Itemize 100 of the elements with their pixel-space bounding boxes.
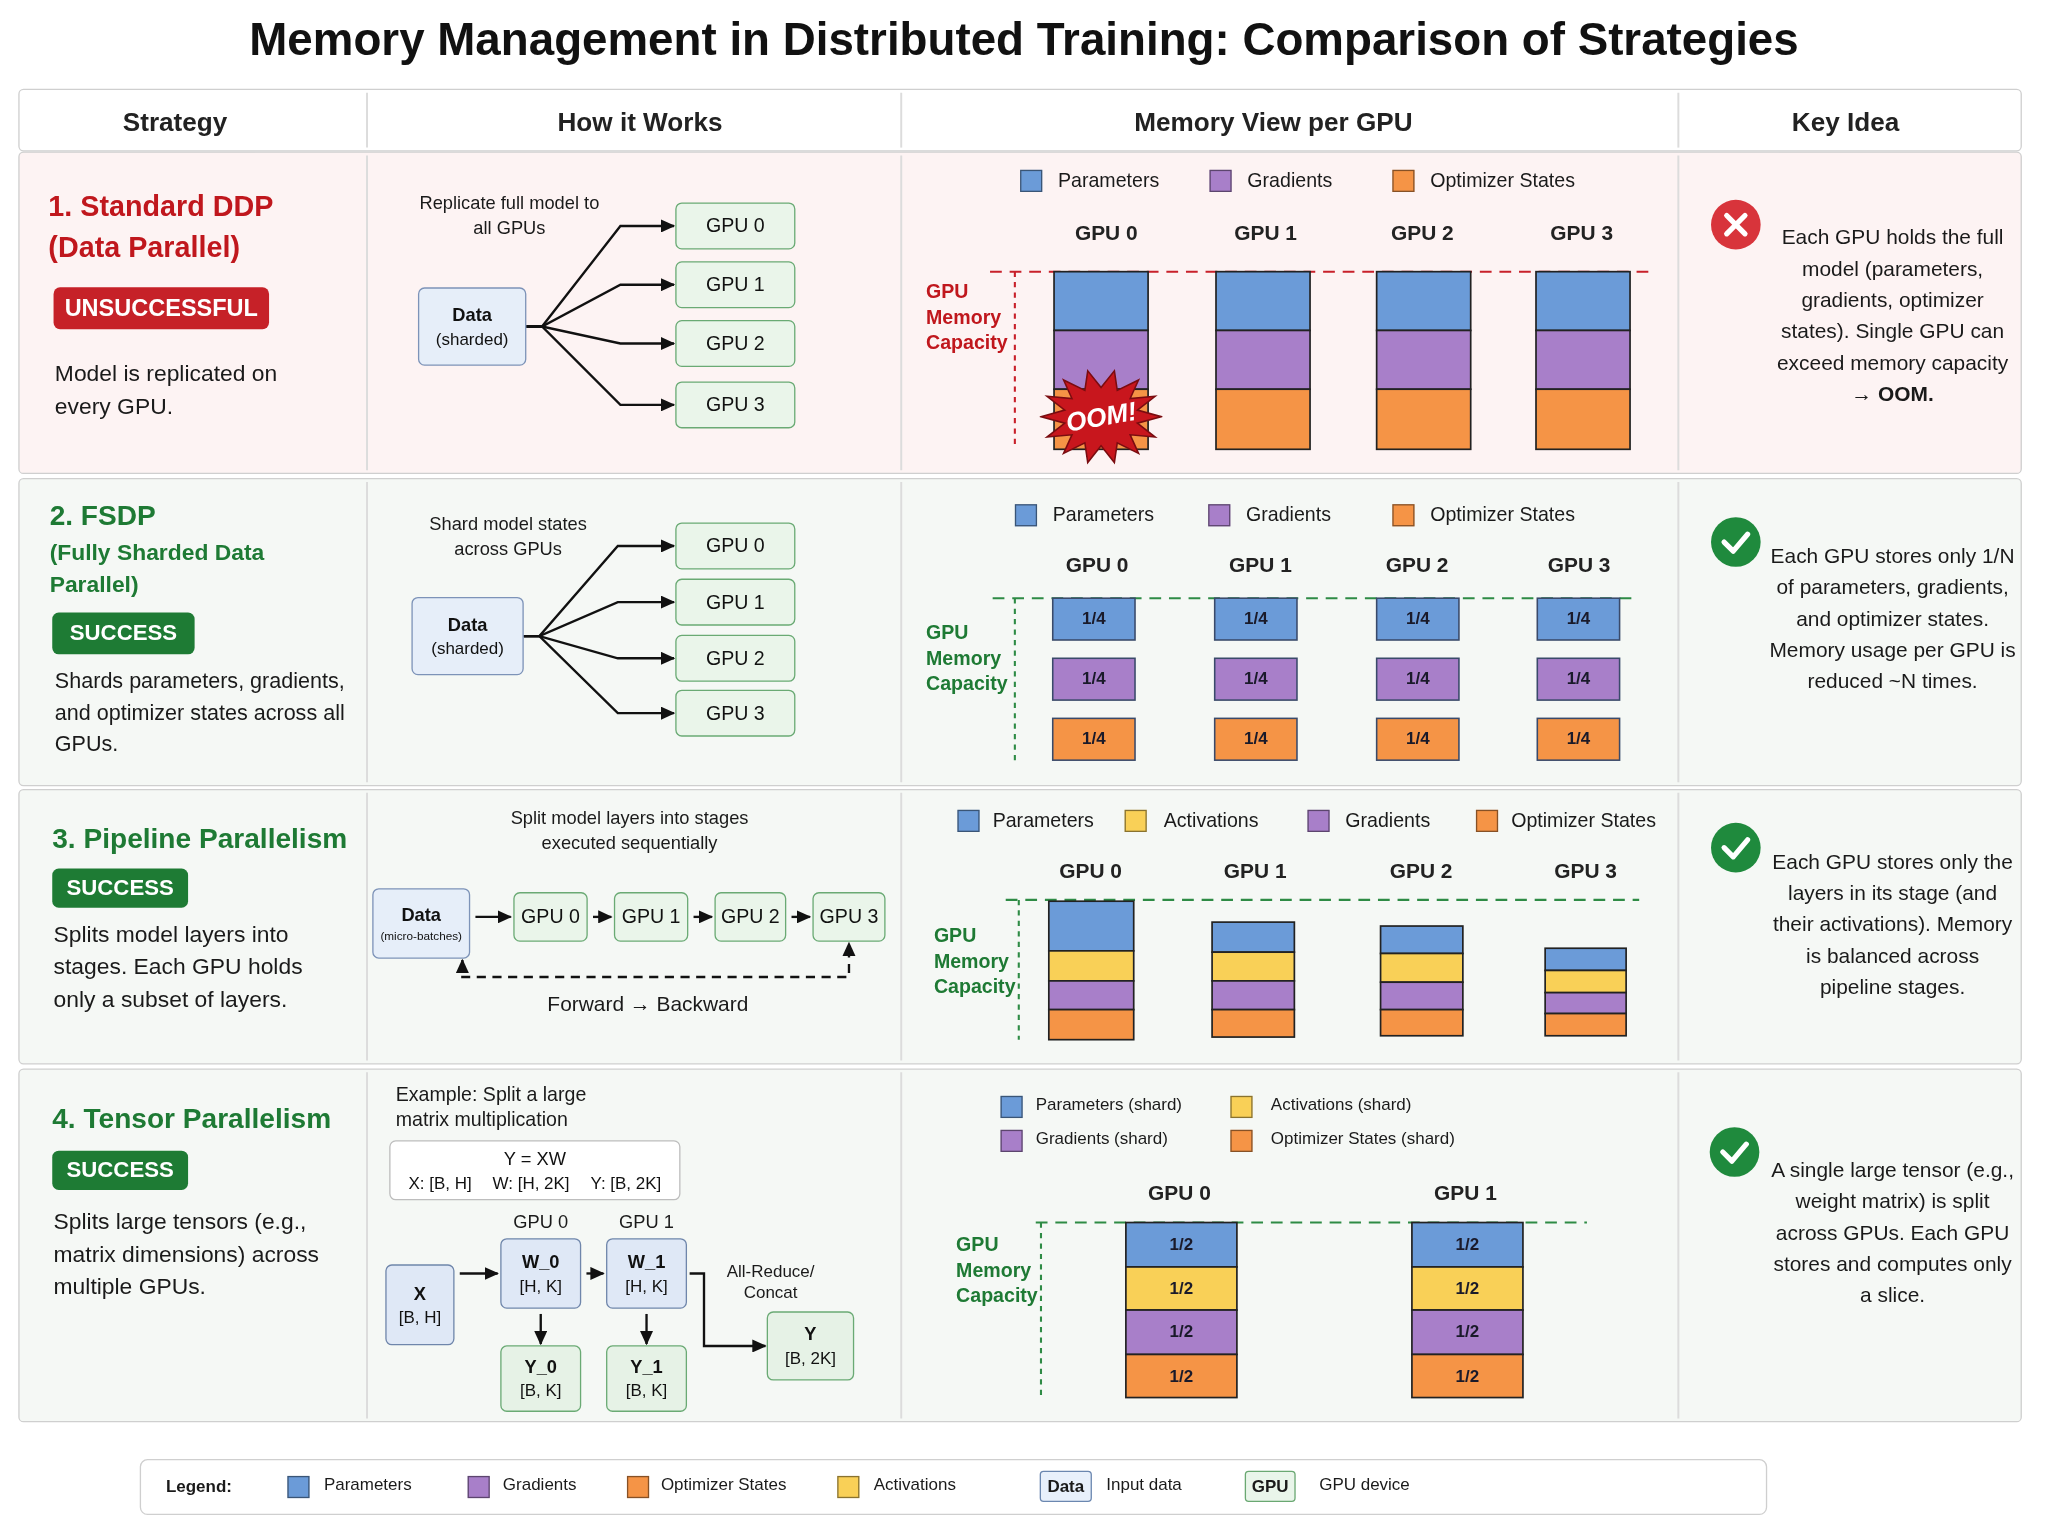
gpu-box: GPU 1 (613, 892, 689, 942)
gpu-header: GPU 0 (1058, 859, 1123, 883)
strategy-title: 1. Standard DDP (Data Parallel) (48, 188, 274, 266)
description-text: Model is replicated on every GPU. (54, 359, 279, 422)
gpu-header: GPU 1 (1228, 553, 1293, 578)
legend-label: Gradients (502, 1474, 577, 1495)
legend-label: Gradients (1345, 808, 1431, 831)
edge-label: All-Reduce/ Concat (725, 1261, 816, 1304)
legend-label: Input data (1106, 1474, 1182, 1495)
gpu-header: GPU 3 (1546, 553, 1612, 578)
fraction-label: 1/4 (1081, 668, 1107, 689)
step-caption: Replicate full model to all GPUs (418, 191, 601, 240)
fraction-label: 1/4 (1405, 668, 1431, 689)
diagram-title: Memory Management in Distributed Training: Comparison of Strategies (248, 13, 1800, 66)
arrow (640, 1313, 654, 1346)
data-box: Data (sharded) (411, 596, 524, 676)
gpu-box: GPU 0 (513, 892, 588, 942)
matrix-box: W_0 [H, K] (500, 1238, 582, 1309)
fraction-label: 1/2 (1454, 1234, 1481, 1254)
status-badge: SUCCESS (52, 868, 189, 908)
legend-label: Parameters (1052, 502, 1154, 526)
strategy-title: 3. Pipeline Parallelism (52, 821, 349, 857)
oom-burst: OOM! (1039, 368, 1163, 465)
column-header: Key Idea (1790, 107, 1901, 138)
arrow (791, 910, 812, 924)
legend-sample: GPU (1244, 1470, 1296, 1503)
gpu-caption: GPU 1 (618, 1210, 675, 1232)
gpu-header: GPU 3 (1553, 859, 1618, 883)
gpu-header: GPU 2 (1384, 553, 1450, 578)
step-caption: Shard model states across GPUs (428, 512, 588, 561)
matrix-box: X [B, H] (385, 1264, 455, 1346)
fraction-label: 1/4 (1565, 608, 1592, 629)
gpu-box: GPU 3 (675, 689, 796, 737)
strategy-title: 4. Tensor Parallelism (52, 1102, 333, 1137)
legend-label: Activations (873, 1474, 956, 1495)
status-badge: SUCCESS (52, 1150, 189, 1190)
step-caption: Split model layers into stages executed sequentially (509, 806, 750, 855)
legend-label: Optimizer States (shard) (1270, 1128, 1455, 1149)
legend-label: Optimizer States (1430, 502, 1575, 526)
gpu-box: GPU 3 (812, 892, 886, 942)
fraction-label: 1/2 (1454, 1366, 1481, 1386)
legend-label: Gradients (shard) (1035, 1128, 1168, 1149)
gpu-box: GPU 1 (675, 261, 796, 309)
legend-sample: Data (1039, 1470, 1092, 1503)
fraction-label: 1/4 (1243, 608, 1269, 629)
fraction-label: 1/4 (1405, 728, 1431, 749)
gpu-box: GPU 2 (675, 320, 796, 367)
capacity-label: GPU Memory Capacity (926, 278, 1009, 355)
column-header: How it Works (556, 107, 724, 138)
fraction-label: 1/2 (1454, 1278, 1481, 1299)
gpu-header: GPU 1 (1433, 1182, 1498, 1206)
legend-heading: Legend: (165, 1475, 233, 1496)
fraction-label: 1/2 (1168, 1234, 1195, 1254)
gpu-header: GPU 3 (1549, 222, 1615, 246)
fraction-label: 1/4 (1565, 668, 1592, 689)
gpu-header: GPU 0 (1064, 553, 1130, 578)
gpu-header: GPU 0 (1147, 1182, 1212, 1206)
fraction-label: 1/2 (1168, 1278, 1195, 1299)
fraction-label: 1/4 (1565, 728, 1592, 749)
fraction-label: 1/4 (1081, 728, 1107, 749)
capacity-label: GPU Memory Capacity (933, 922, 1017, 999)
data-box: Data (sharded) (417, 287, 527, 366)
arrow (526, 325, 676, 412)
capacity-label: GPU Memory Capacity (956, 1232, 1039, 1309)
matrix-box: Y_1 [B, K] (606, 1345, 687, 1412)
arrow (459, 1266, 499, 1280)
capacity-label: GPU Memory Capacity (926, 619, 1009, 696)
legend-label: Optimizer States (1511, 808, 1656, 831)
arrow (689, 1272, 767, 1353)
legend-label: Activations (1163, 808, 1259, 831)
gpu-caption: GPU 0 (512, 1210, 570, 1232)
step-caption: Example: Split a large matrix multiplication (395, 1081, 588, 1132)
legend-label: Parameters (1057, 168, 1160, 191)
key-idea-text: Each GPU stores only 1/N of parameters, gradients, and optimizer states. Memory usage per GPU is reduced ~N times. (1768, 543, 2017, 695)
arrow (693, 910, 714, 924)
gpu-header: GPU 1 (1233, 222, 1298, 246)
description-text: Shards parameters, gradients, and optimizer states across all GPUs. (54, 667, 346, 757)
data-box: Data (micro-batches) (372, 888, 471, 959)
strategy-title: 2. FSDP (49, 499, 157, 534)
edge-label: Forward → Backward (546, 992, 750, 1017)
matrix-box: W_1 [H, K] (606, 1238, 687, 1309)
gpu-box: GPU 3 (675, 381, 796, 429)
legend-label: Parameters (992, 808, 1094, 831)
gpu-header: GPU 2 (1390, 222, 1455, 246)
arrow (593, 910, 613, 924)
legend-label: Parameters (323, 1474, 412, 1495)
gpu-header: GPU 1 (1222, 859, 1288, 883)
arrow (475, 910, 512, 924)
legend-label: Optimizer States (1430, 168, 1575, 191)
key-idea-text: Each GPU stores only the layers in its stage (and their activations). Memory is balanced across pipeline stages. (1771, 849, 2014, 1000)
legend-label: Parameters (shard) (1035, 1094, 1182, 1115)
legend-label: Optimizer States (660, 1474, 787, 1495)
matrix-box: Y [B, 2K] (766, 1311, 855, 1381)
gpu-header: GPU 0 (1073, 222, 1139, 246)
gpu-box: GPU 2 (714, 892, 787, 942)
gpu-box: GPU 1 (675, 578, 796, 626)
legend-label: Gradients (1246, 502, 1331, 526)
description-text: Splits large tensors (e.g., matrix dimensions) across multiple GPUs. (53, 1207, 320, 1302)
gpu-box: GPU 2 (675, 634, 796, 682)
fraction-label: 1/4 (1081, 608, 1107, 629)
